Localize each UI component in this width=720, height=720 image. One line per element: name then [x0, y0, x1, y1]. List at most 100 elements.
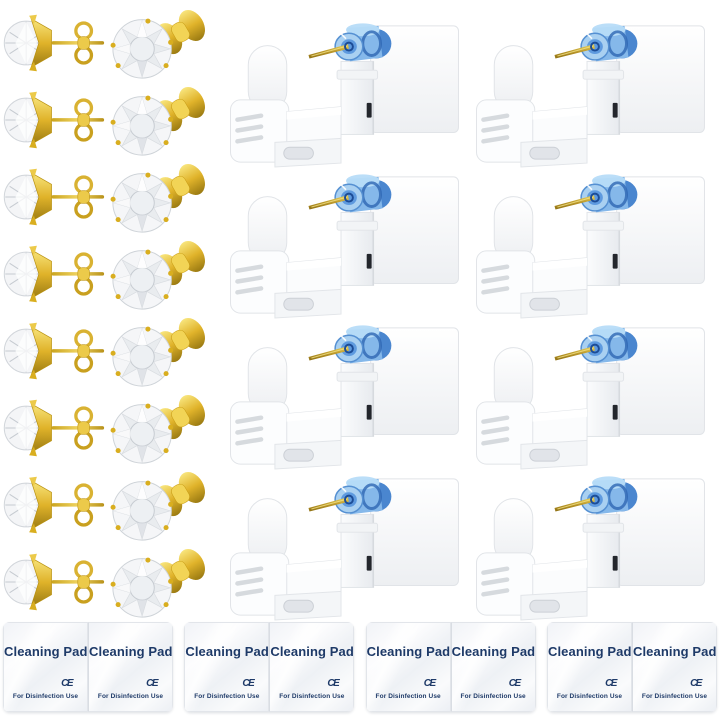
grip-ridges	[235, 566, 264, 597]
grip-ridges	[235, 415, 264, 446]
gun-base-bar	[520, 408, 588, 470]
cleaning-pad-label: Cleaning Pad	[366, 644, 451, 659]
cleaning-pad-packet: Cleaning Pad CE For Disinfection Use	[3, 622, 88, 712]
gold-pin	[554, 497, 595, 512]
prong-tips	[110, 326, 174, 377]
cleaning-pads-row: Cleaning Pad CE For Disinfection Use Cle…	[0, 622, 720, 712]
piercing-gun-cell	[224, 320, 464, 471]
ear-piercing-gun	[476, 23, 705, 168]
earring-pair-row	[2, 160, 218, 235]
gun-cartridge-block	[370, 327, 459, 435]
cleaning-pad-packet: Cleaning Pad CE For Disinfection Use	[450, 622, 536, 712]
prong-tips	[110, 480, 174, 531]
cleaning-pad-packet: Cleaning Pad CE For Disinfection Use	[269, 622, 355, 712]
cleaning-pad-packet: Cleaning Pad CE For Disinfection Use	[631, 622, 717, 712]
butterfly-back-side	[74, 483, 94, 527]
earring-pair-image	[3, 471, 205, 541]
cleaning-pad-packet: Cleaning Pad CE For Disinfection Use	[546, 622, 632, 712]
earring-pair-row	[2, 391, 218, 466]
blue-stud-holder	[308, 174, 392, 213]
piercing-gun-cell	[224, 18, 464, 169]
gun-stud-column	[582, 513, 625, 588]
gun-base-bar	[520, 559, 588, 621]
trigger-slot	[366, 555, 372, 571]
earring-pair-row	[2, 6, 218, 81]
base-slot-hole	[283, 297, 314, 311]
butterfly-back-side	[74, 406, 94, 450]
ear-piercing-gun	[230, 325, 459, 470]
piercing-gun-cell	[470, 18, 710, 169]
gold-stud-side-view	[3, 245, 105, 303]
gold-stud-side-view	[3, 322, 105, 380]
earring-pair-image	[3, 548, 205, 618]
butterfly-back-side	[74, 175, 94, 219]
gun-stud-column	[582, 362, 625, 437]
disinfection-use-label: For Disinfection Use	[97, 693, 164, 700]
earring-pair-image	[3, 163, 205, 233]
cleaning-pad-label: Cleaning Pad	[547, 644, 632, 659]
piercing-gun-cell	[470, 320, 710, 471]
prong-tips	[110, 18, 174, 69]
gun-base-bar	[274, 106, 342, 168]
disinfection-use-label: For Disinfection Use	[641, 693, 708, 700]
cleaning-pad-label: Cleaning Pad	[270, 644, 354, 659]
ear-piercing-gun	[476, 174, 705, 319]
gold-pin	[308, 44, 349, 59]
crystal-stud-front-view	[110, 471, 205, 541]
base-slot-hole	[529, 146, 560, 160]
grip-ridges	[235, 113, 264, 144]
blue-stud-holder	[554, 476, 638, 515]
trigger-slot	[612, 102, 618, 118]
gun-handle-arm	[476, 347, 536, 465]
gun-base-bar	[274, 559, 342, 621]
ce-mark: CE	[242, 678, 254, 689]
ce-mark: CE	[327, 678, 339, 689]
gun-cartridge-block	[616, 176, 705, 284]
earrings-column	[2, 6, 218, 620]
base-slot-hole	[529, 599, 560, 613]
disinfection-use-label: For Disinfection Use	[375, 693, 441, 700]
earring-pair-image	[3, 317, 205, 387]
gun-handle-arm	[476, 196, 536, 314]
gold-stud-side-view	[3, 91, 105, 149]
piercing-gun-cell	[470, 169, 710, 320]
gun-handle-arm	[230, 498, 290, 616]
gun-stud-column	[582, 60, 625, 135]
base-slot-hole	[283, 448, 314, 462]
gun-base-bar	[274, 408, 342, 470]
gun-cartridge-block	[370, 176, 459, 284]
crystal-stud-front-view	[110, 548, 205, 618]
earring-pair-row	[2, 237, 218, 312]
crystal-stud-front-view	[110, 394, 205, 464]
ce-mark: CE	[508, 678, 521, 689]
gun-handle-arm	[230, 45, 290, 163]
prong-tips	[110, 403, 174, 454]
crystal-stud-front-view	[110, 163, 205, 233]
ce-mark: CE	[146, 678, 158, 689]
trigger-slot	[366, 404, 372, 420]
cleaning-pad-label: Cleaning Pad	[4, 644, 88, 659]
gold-stud-side-view	[3, 476, 105, 534]
ear-piercing-gun	[230, 476, 459, 621]
gold-pin	[308, 497, 349, 512]
cleaning-pad-packet: Cleaning Pad CE For Disinfection Use	[88, 622, 173, 712]
trigger-slot	[366, 253, 372, 269]
disinfection-use-label: For Disinfection Use	[194, 693, 260, 700]
trigger-slot	[612, 555, 618, 571]
gun-base-bar	[520, 106, 588, 168]
base-slot-hole	[529, 448, 560, 462]
gun-stud-column	[336, 211, 379, 286]
cleaning-pad-pair: Cleaning Pad CE For Disinfection Use Cle…	[3, 622, 173, 712]
prong-tips	[110, 95, 174, 146]
cleaning-pad-packet: Cleaning Pad CE For Disinfection Use	[184, 622, 270, 712]
disinfection-use-label: For Disinfection Use	[279, 693, 345, 700]
grip-ridges	[481, 566, 510, 597]
butterfly-back-side	[74, 98, 94, 142]
blue-stud-holder	[554, 174, 638, 213]
butterfly-back-side	[74, 252, 94, 296]
disinfection-use-label: For Disinfection Use	[12, 693, 79, 700]
earring-pair-image	[3, 394, 205, 464]
base-slot-hole	[529, 297, 560, 311]
blue-stud-holder	[554, 325, 638, 364]
